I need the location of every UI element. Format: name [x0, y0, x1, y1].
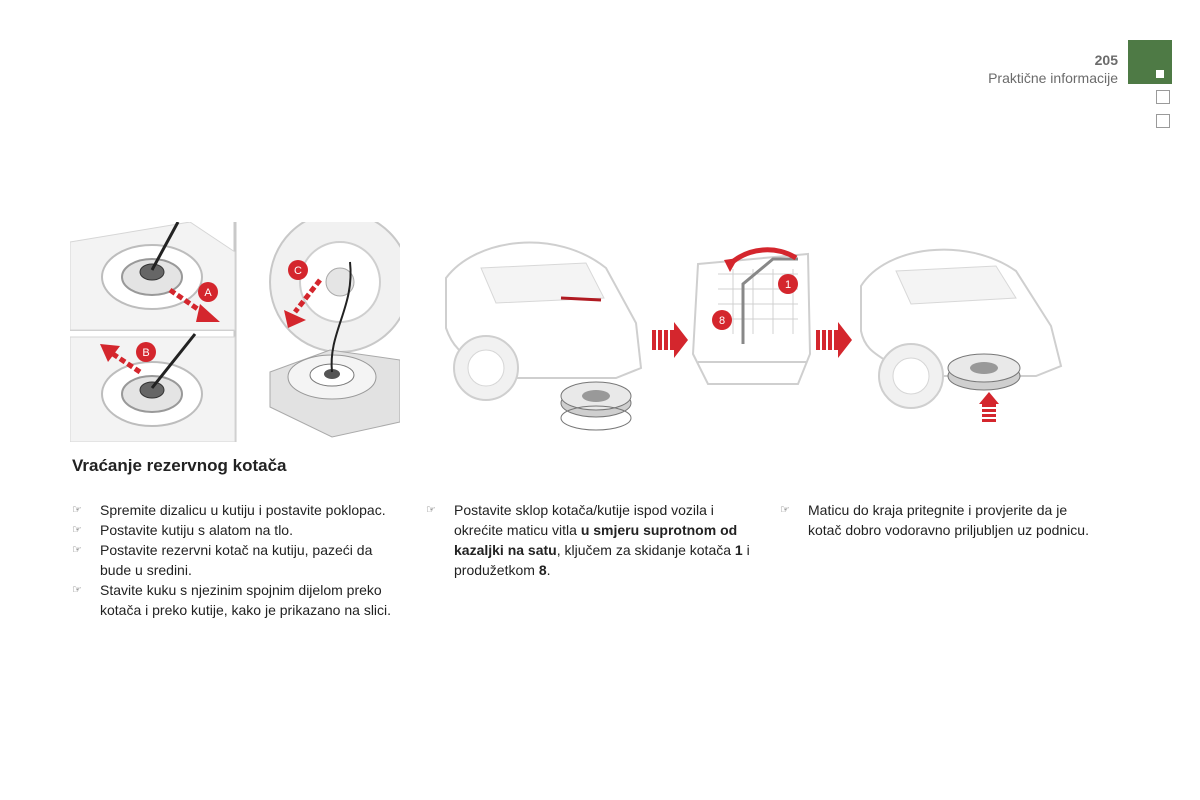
page-number: 205	[1094, 52, 1118, 68]
instruction-list: ☞Spremite dizalicu u kutiju i postavite …	[72, 500, 392, 620]
step-arrow	[814, 320, 854, 360]
section-title: Praktične informacije	[988, 70, 1118, 86]
step-arrow	[650, 320, 690, 360]
list-item: ☞Postavite kutiju s alatom na tlo.	[72, 522, 293, 538]
section-heading: Vraćanje rezervnog kotača	[72, 456, 287, 475]
figure-trunk-crank: 1 8	[688, 244, 812, 390]
instruction-list: ☞Postavite sklop kotača/kutije ispod voz…	[426, 500, 756, 580]
pointing-hand-icon: ☞	[72, 504, 82, 516]
chapter-tab	[1156, 90, 1170, 104]
list-item: ☞Postavite sklop kotača/kutije ispod voz…	[426, 502, 750, 578]
label-b: B	[142, 347, 149, 359]
pointing-hand-icon: ☞	[426, 504, 436, 516]
label-1: 1	[785, 279, 791, 291]
figure-jack-storage: A B C	[70, 222, 400, 442]
label-c: C	[294, 265, 302, 277]
pointing-hand-icon: ☞	[780, 504, 790, 516]
tab-marker	[1156, 70, 1164, 78]
list-item: ☞Stavite kuku s njezinim spojnim dijelom…	[72, 582, 392, 618]
chapter-tab-active	[1128, 40, 1172, 84]
figure-car-wheel-lifted	[856, 236, 1066, 426]
chapter-tab	[1156, 114, 1170, 128]
pointing-hand-icon: ☞	[72, 584, 82, 596]
figure-car-rear-wheel	[436, 228, 646, 458]
pointing-hand-icon: ☞	[72, 524, 82, 536]
list-item: ☞Postavite rezervni kotač na kutiju, paz…	[72, 542, 373, 578]
label-8: 8	[719, 315, 725, 327]
list-item: ☞Spremite dizalicu u kutiju i postavite …	[72, 502, 386, 518]
instruction-list: ☞Maticu do kraja pritegnite i provjerite…	[780, 500, 1090, 540]
label-a: A	[204, 287, 212, 299]
list-item: ☞Maticu do kraja pritegnite i provjerite…	[780, 502, 1089, 538]
pointing-hand-icon: ☞	[72, 544, 82, 556]
